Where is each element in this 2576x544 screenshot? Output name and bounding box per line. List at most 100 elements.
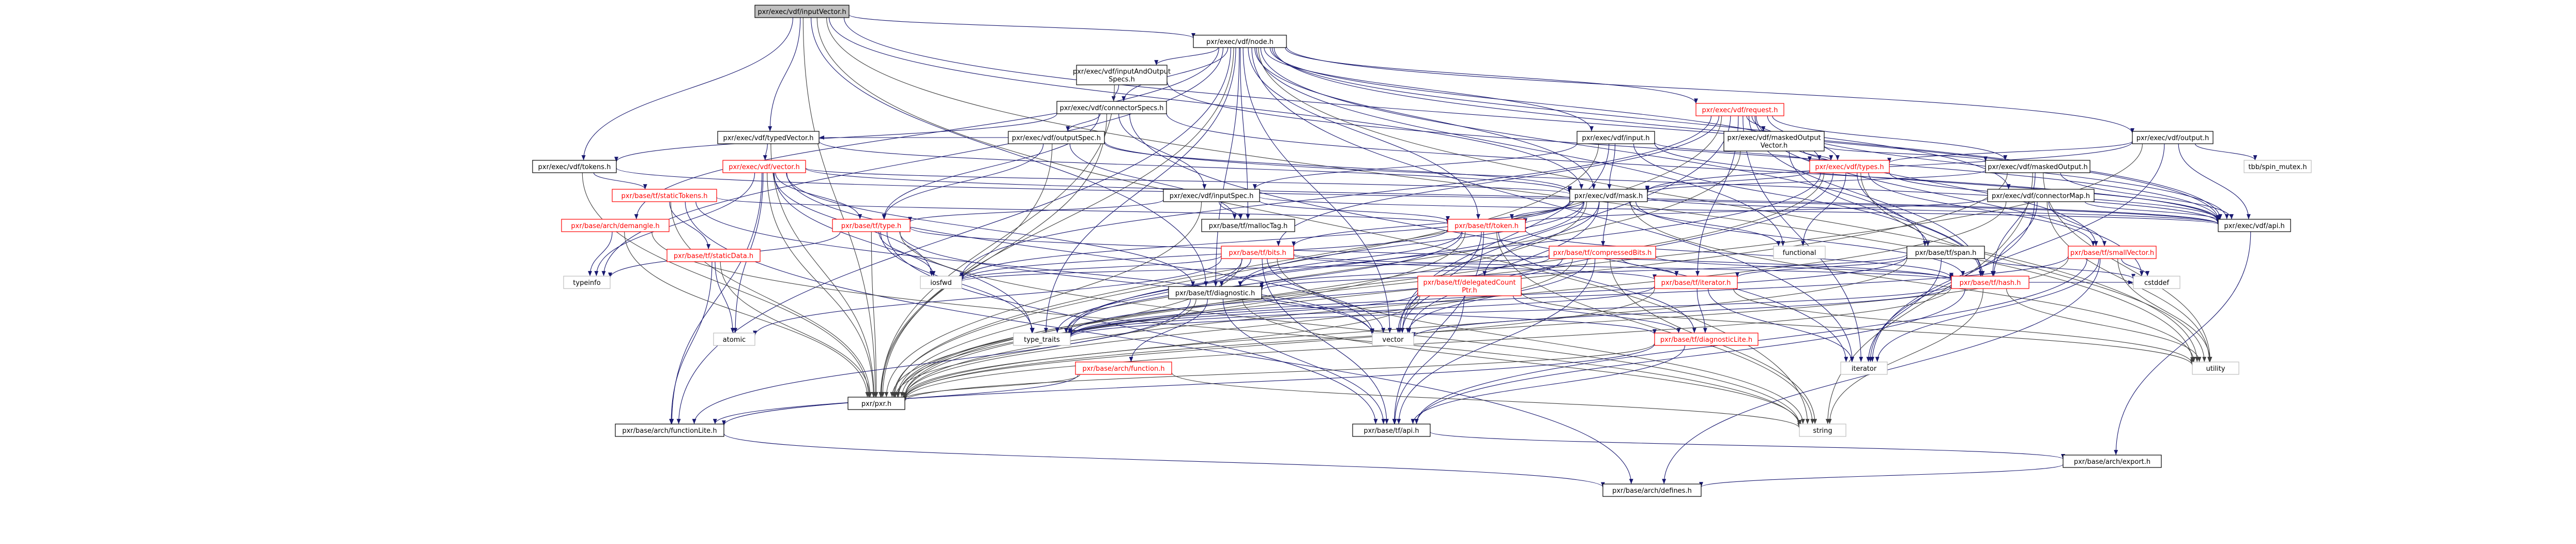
node-label: pxr/exec/vdf/node.h xyxy=(1206,38,1274,46)
node-tfIterator[interactable]: pxr/base/tf/iterator.h xyxy=(1654,276,1738,289)
node-functional[interactable]: functional xyxy=(1773,246,1826,259)
node-label: pxr/exec/vdf/output.h xyxy=(2136,134,2209,142)
node-maskedOutput[interactable]: pxr/exec/vdf/maskedOutput.h xyxy=(1985,160,2090,173)
node-string[interactable]: string xyxy=(1799,424,1846,437)
edge-node-to-demangle xyxy=(634,47,1219,220)
node-connectorSpecs[interactable]: pxr/exec/vdf/connectorSpecs.h xyxy=(1056,101,1167,114)
node-pxrH[interactable]: pxr/pxr.h xyxy=(847,397,905,410)
node-node[interactable]: pxr/exec/vdf/node.h xyxy=(1193,35,1287,48)
edge-node-to-functionLite xyxy=(676,47,1231,425)
node-label: pxr/base/tf/hash.h xyxy=(1960,279,2021,287)
edge-vdfVector-to-typeinfo xyxy=(594,172,755,277)
node-vdfApi[interactable]: pxr/exec/vdf/api.h xyxy=(2218,219,2291,232)
node-staticTokens[interactable]: pxr/base/tf/staticTokens.h xyxy=(612,189,717,202)
node-vdfInput[interactable]: pxr/exec/vdf/input.h xyxy=(1577,131,1655,144)
edge-archExport-to-archDefines xyxy=(1699,464,2064,488)
node-vdfMask[interactable]: pxr/exec/vdf/mask.h xyxy=(1569,189,1648,202)
node-outputSpec[interactable]: pxr/exec/vdf/outputSpec.h xyxy=(1008,131,1105,144)
edge-maskedOutputVector-to-vdfTypes xyxy=(1803,150,1833,161)
edge-vdfInput-to-vdfApi xyxy=(1654,143,2220,221)
edge-tfApi-to-archExport xyxy=(1430,431,2065,460)
node-label: Vector.h xyxy=(1761,142,1788,150)
edge-vdfInput-to-pxrH xyxy=(891,143,1599,398)
node-iosfwd[interactable]: iosfwd xyxy=(920,276,962,289)
node-box xyxy=(1008,131,1105,144)
node-label: pxr/base/tf/bits.h xyxy=(1229,249,1286,257)
node-tfApi[interactable]: pxr/base/tf/api.h xyxy=(1352,424,1431,437)
node-utility[interactable]: utility xyxy=(2192,361,2239,375)
node-box xyxy=(722,160,806,173)
node-label: pxr/pxr.h xyxy=(861,400,891,408)
node-archExport[interactable]: pxr/base/arch/export.h xyxy=(2063,455,2162,468)
node-box xyxy=(1809,160,1890,173)
node-spinMutex[interactable]: tbb/spin_mutex.h xyxy=(2244,160,2312,173)
node-diagnosticLite[interactable]: pxr/base/tf/diagnosticLite.h xyxy=(1654,333,1759,346)
node-cstddef[interactable]: cstddef xyxy=(2133,276,2180,289)
node-stdVector[interactable]: vector xyxy=(1372,333,1414,346)
node-tfBits[interactable]: pxr/base/tf/bits.h xyxy=(1221,246,1294,259)
edge-outputSpec-to-mallocTag xyxy=(1069,143,1237,220)
edge-inputVector-to-vdfApi xyxy=(843,17,2220,220)
node-vdfOutput[interactable]: pxr/exec/vdf/output.h xyxy=(2132,131,2214,144)
edge-tfIterator-to-utility xyxy=(1733,288,2194,365)
edge-tokens-to-pxrH xyxy=(582,172,871,398)
node-label: pxr/exec/vdf/connectorSpecs.h xyxy=(1059,104,1163,112)
node-staticData[interactable]: pxr/base/tf/staticData.h xyxy=(666,249,761,262)
edge-tfBits-to-tfHash xyxy=(1293,253,1953,281)
node-box xyxy=(1352,424,1431,437)
node-label: pxr/exec/vdf/connectorMap.h xyxy=(1992,192,2090,200)
edge-tfHash-to-utility xyxy=(2006,288,2202,362)
edge-demangle-to-string xyxy=(651,231,1801,427)
node-tfDiagnostic[interactable]: pxr/base/tf/diagnostic.h xyxy=(1168,286,1262,299)
edge-compressedBits-to-tfApi xyxy=(1397,258,1596,425)
node-tfHash[interactable]: pxr/base/tf/hash.h xyxy=(1951,276,2029,289)
node-typeinfo[interactable]: typeinfo xyxy=(563,276,611,289)
node-label: pxr/base/arch/demangle.h xyxy=(571,222,659,230)
edge-tfSpan-to-iterator xyxy=(1866,258,1942,362)
node-label: pxr/base/tf/delegatedCount xyxy=(1423,279,1516,287)
node-box xyxy=(1447,219,1526,232)
node-vdfTypes[interactable]: pxr/exec/vdf/types.h xyxy=(1809,160,1890,173)
edge-archFunction-to-string xyxy=(1171,372,1801,429)
node-mallocTag[interactable]: pxr/base/tf/mallocTag.h xyxy=(1201,219,1295,232)
edge-inputSpec-to-tfToken xyxy=(1259,200,1450,222)
edge-node-to-request xyxy=(1285,47,1698,104)
node-typeTraits[interactable]: type_traits xyxy=(1013,333,1071,346)
node-tokens[interactable]: pxr/exec/vdf/tokens.h xyxy=(532,160,617,173)
node-vdfVector[interactable]: pxr/exec/vdf/vector.h xyxy=(722,160,806,173)
node-box xyxy=(615,424,724,437)
edge-compressedBits-to-pxrH xyxy=(903,258,1573,398)
node-atomic[interactable]: atomic xyxy=(713,333,755,346)
node-demangle[interactable]: pxr/base/arch/demangle.h xyxy=(561,219,670,232)
edge-vdfTypes-to-utility xyxy=(1860,172,2207,362)
node-tfToken[interactable]: pxr/base/tf/token.h xyxy=(1447,219,1526,232)
edge-demangle-to-typeinfo xyxy=(588,231,613,277)
node-label: atomic xyxy=(723,336,746,344)
edge-connectorMap-to-tfToken xyxy=(1523,198,1988,224)
node-inputSpec[interactable]: pxr/exec/vdf/inputSpec.h xyxy=(1163,189,1260,202)
node-request[interactable]: pxr/exec/vdf/request.h xyxy=(1695,103,1784,116)
node-compressedBits[interactable]: pxr/base/tf/compressedBits.h xyxy=(1549,246,1656,259)
node-label: tbb/spin_mutex.h xyxy=(2248,163,2307,171)
node-tfType[interactable]: pxr/base/tf/type.h xyxy=(832,219,911,232)
node-tfSpan[interactable]: pxr/base/tf/span.h xyxy=(1906,246,1985,259)
edge-tfDiagnostic-to-pxrH xyxy=(893,298,1196,398)
edge-diagnosticLite-to-tfApi xyxy=(1411,345,1686,425)
node-iterator[interactable]: iterator xyxy=(1840,361,1888,375)
node-smallVector[interactable]: pxr/base/tf/smallVector.h xyxy=(2068,246,2157,259)
node-box xyxy=(1549,246,1656,259)
node-box xyxy=(832,219,911,232)
node-connectorMap[interactable]: pxr/exec/vdf/connectorMap.h xyxy=(1987,189,2095,202)
node-functionLite[interactable]: pxr/base/arch/functionLite.h xyxy=(615,424,724,437)
edge-tfBits-to-tfDiagnostic xyxy=(1219,258,1251,287)
node-box xyxy=(2192,361,2239,375)
edge-vdfTypes-to-typeTraits xyxy=(1068,172,1821,334)
node-label: Specs.h xyxy=(1109,76,1135,84)
node-typedVector[interactable]: pxr/exec/vdf/typedVector.h xyxy=(717,131,820,144)
edge-vdfOutput-to-vdfApi xyxy=(2178,143,2251,220)
node-archFunction[interactable]: pxr/base/arch/function.h xyxy=(1075,361,1172,375)
node-archDefines[interactable]: pxr/base/arch/defines.h xyxy=(1602,483,1702,497)
